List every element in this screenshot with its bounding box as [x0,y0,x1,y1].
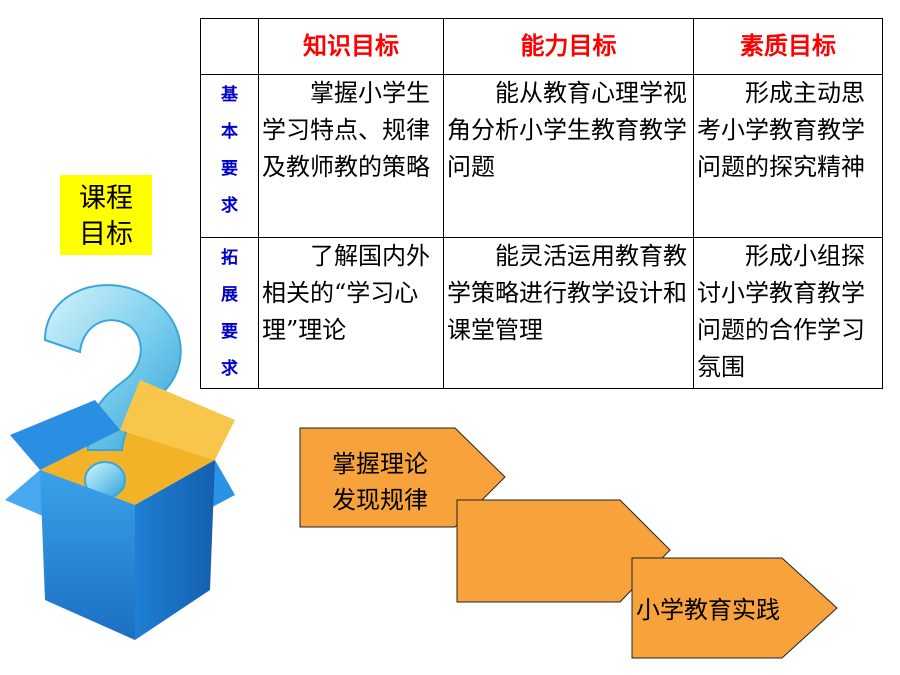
row-label-char: 要 [221,322,238,342]
flow-step1-line1: 掌握理论 [332,450,428,478]
row-label-char: 求 [221,196,238,216]
header-ability: 能力目标 [443,18,694,75]
flow-step1-line2: 发现规律 [332,486,428,514]
header-knowledge: 知识目标 [258,18,444,75]
question-mark-box-icon [5,284,235,640]
flow-step3-text: 小学教育实践 [636,596,780,624]
table-row-basic: 基 本 要 求 掌握小学生学习特点、规律及教师教的策略 能从教育心理学视角分析小… [200,74,883,238]
cell-extended-knowledge: 了解国内外相关的“学习心理”理论 [258,237,444,389]
course-goal-label-line2: 目标 [79,219,133,250]
cell-basic-ability: 能从教育心理学视角分析小学生教育教学问题 [443,74,694,238]
course-goal-label-line1: 课程 [79,183,133,214]
cell-extended-quality: 形成小组探讨小学教育教学问题的合作学习氛围 [693,237,883,389]
table-row-extended: 拓 展 要 求 了解国内外相关的“学习心理”理论 能灵活运用教育教学策略进行教学… [200,237,883,389]
cell-extended-ability: 能灵活运用教育教学策略进行教学设计和课堂管理 [443,237,694,389]
row-label-char: 求 [221,359,238,379]
cell-basic-quality: 形成主动思考小学教育教学问题的探究精神 [693,74,883,238]
goals-table: 知识目标 能力目标 素质目标 基 本 要 求 掌握小学生学习特点、规律及教师教的… [200,18,883,389]
flow-arrow-3 [631,557,838,659]
row-label-char: 拓 [221,248,238,268]
row-label-char: 要 [221,159,238,179]
row-label-char: 基 [221,85,238,105]
header-quality: 素质目标 [693,18,883,75]
row-label-basic: 基 本 要 求 [200,74,259,238]
row-label-char: 展 [221,285,238,305]
row-label-extended: 拓 展 要 求 [200,237,259,389]
row-label-char: 本 [221,122,238,142]
course-goal-label: 课程 目标 [60,175,152,255]
